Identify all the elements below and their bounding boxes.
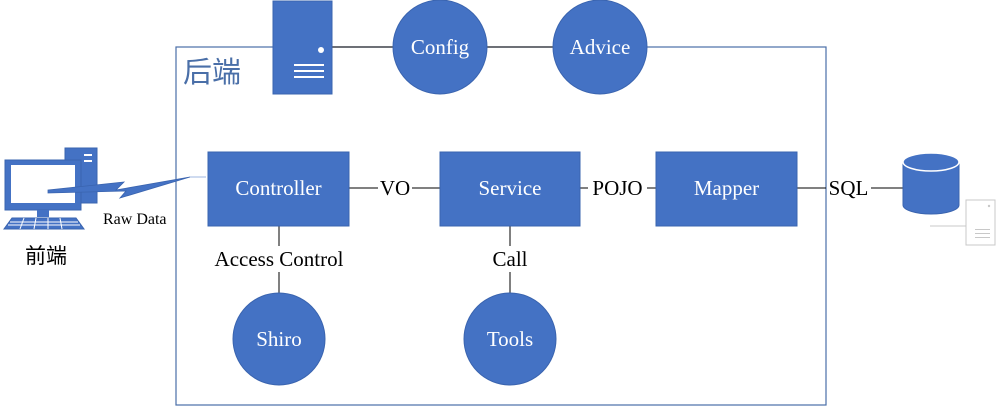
controller-node: Controller	[207, 151, 350, 227]
raw-data-label: Raw Data	[103, 211, 167, 228]
config-label: Config	[411, 35, 470, 59]
faint-server-icon	[930, 199, 996, 246]
mapper-node: Mapper	[655, 151, 798, 227]
service-label: Service	[479, 176, 542, 200]
call-label: Call	[493, 247, 528, 271]
advice-label: Advice	[570, 35, 631, 59]
config-node: Config	[392, 0, 488, 95]
controller-label: Controller	[235, 176, 321, 200]
database-icon	[902, 152, 960, 215]
connectors	[278, 46, 903, 294]
backend-label: 后端	[183, 56, 241, 89]
shiro-node: Shiro	[232, 292, 326, 386]
tools-node: Tools	[463, 292, 557, 386]
computer-icon	[3, 147, 206, 230]
access-control-label: Access Control	[215, 247, 344, 271]
advice-node: Advice	[552, 0, 648, 95]
frontend-label: 前端	[25, 244, 67, 268]
sql-label: SQL	[829, 176, 869, 200]
mapper-label: Mapper	[694, 176, 759, 200]
server-icon	[272, 0, 333, 95]
shiro-label: Shiro	[256, 327, 302, 351]
tools-label: Tools	[487, 327, 533, 351]
vo-label: VO	[380, 176, 410, 200]
pojo-label: POJO	[592, 176, 642, 200]
service-node: Service	[439, 151, 581, 227]
